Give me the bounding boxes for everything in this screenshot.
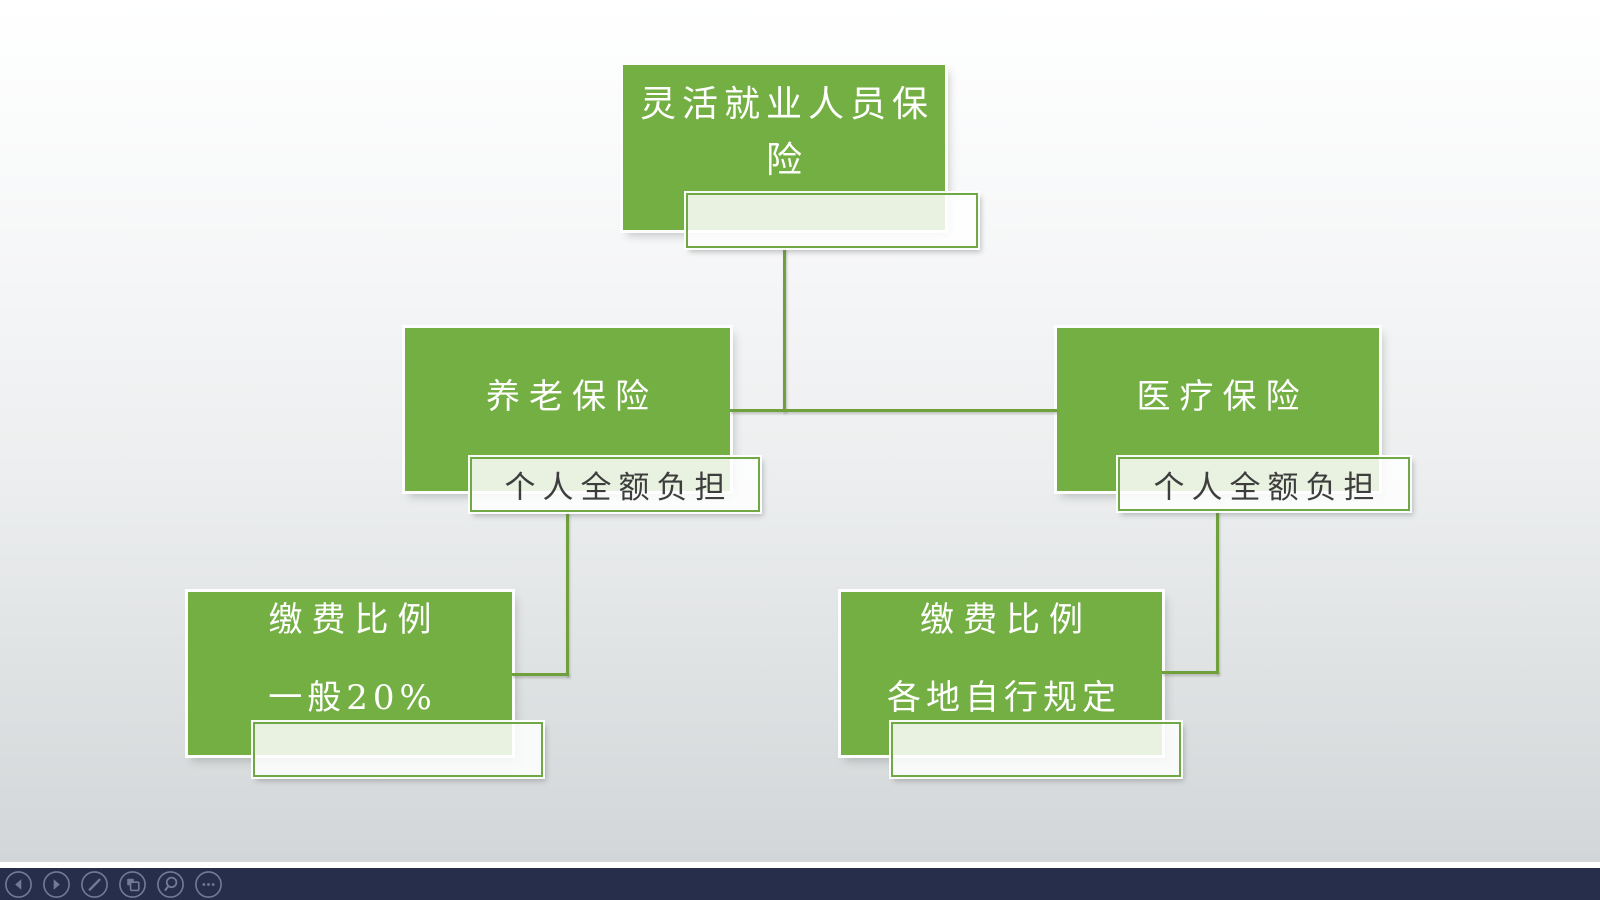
subbox-pension-label: 个人全额负担: [504, 470, 733, 506]
connector-root-horizontal: [730, 409, 1057, 412]
connector-root-vertical: [783, 248, 786, 412]
more-options-button[interactable]: [195, 870, 222, 898]
pen-icon: [81, 870, 108, 898]
connector-pension-horizontal: [512, 673, 569, 676]
subbox-medical-label: 个人全额负担: [1153, 469, 1382, 506]
see-all-slides-button[interactable]: [119, 870, 146, 898]
node-medical-rate-line2: 各地自行规定: [887, 678, 1121, 718]
slide-bottom-edge: [0, 862, 1600, 868]
subbox-medical: 个人全额负担: [1118, 457, 1410, 511]
next-slide-icon: [43, 870, 70, 898]
node-medical-rate-line1: 缴费比例: [920, 600, 1092, 640]
pen-annotate-button[interactable]: [81, 870, 108, 898]
slide-canvas[interactable]: 灵活就业人员保 险 养老保险 医疗保险 缴费比例 一般20% 缴费比例 各地自行…: [0, 0, 1600, 862]
next-slide-button[interactable]: [43, 870, 70, 898]
node-pension-rate-line1: 缴费比例: [268, 600, 441, 640]
connector-medical-vertical: [1216, 511, 1219, 673]
node-root-label-line2: 险: [765, 140, 808, 181]
node-root-label-line1: 灵活就业人员保: [639, 84, 934, 125]
previous-slide-button[interactable]: [5, 870, 32, 898]
previous-slide-icon: [5, 870, 32, 898]
zoom-slide-button[interactable]: [157, 870, 184, 898]
node-medical-label: 医疗保险: [1136, 377, 1309, 417]
more-options-icon: [195, 870, 222, 898]
zoom-slide-icon: [157, 870, 184, 898]
subbox-root: [686, 193, 978, 248]
presenter-toolbar: [0, 868, 1600, 900]
node-pension-rate-line2: 一般20%: [268, 678, 437, 718]
connector-medical-horizontal: [1162, 671, 1219, 674]
subbox-pension-rate: [253, 722, 543, 777]
see-all-slides-icon: [119, 870, 146, 898]
subbox-medical-rate: [891, 722, 1181, 777]
connector-pension-vertical: [566, 511, 569, 676]
subbox-pension: 个人全额负担: [470, 457, 760, 512]
node-pension-label: 养老保险: [486, 377, 658, 417]
